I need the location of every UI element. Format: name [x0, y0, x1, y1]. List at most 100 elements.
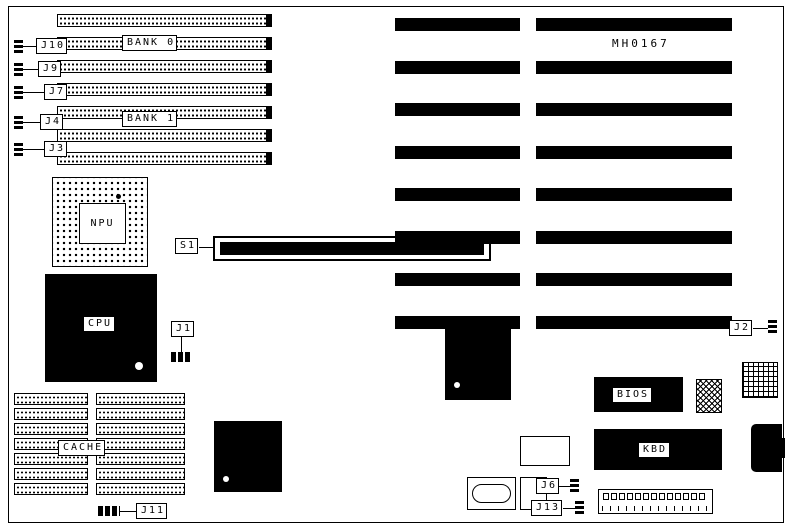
- cache-chip: [14, 393, 88, 405]
- label-s1: S1: [175, 238, 199, 254]
- callout-line: [23, 92, 44, 93]
- pin: [659, 493, 665, 500]
- expansion-slot: [536, 188, 732, 201]
- jumper-j10: [14, 40, 23, 53]
- socket-box: [520, 436, 570, 466]
- cpu-label: CPU: [83, 316, 116, 332]
- callout-line: [23, 149, 44, 150]
- expansion-slot: [536, 61, 732, 74]
- expansion-slot: [536, 103, 732, 116]
- pin: [691, 493, 697, 500]
- callout-line: [199, 247, 213, 248]
- callout-line: [120, 511, 136, 512]
- cache-chip: [14, 483, 88, 495]
- part-number: MH0167: [612, 37, 670, 50]
- cache-chip: [96, 483, 185, 495]
- label-bank1: BANK 1: [122, 111, 178, 127]
- expansion-slot: [395, 103, 520, 116]
- simm-slot: [57, 60, 272, 73]
- expansion-slot: [536, 18, 732, 31]
- pin: [667, 493, 673, 500]
- cache-chip: [96, 438, 185, 450]
- pin-header: [598, 489, 713, 514]
- label-cache: CACHE: [58, 440, 106, 456]
- callout-line: [558, 486, 570, 487]
- cache-chip: [14, 408, 88, 420]
- label-j9: J9: [38, 61, 62, 77]
- s1-slot-contact: [220, 242, 484, 255]
- jumper-j4: [14, 116, 23, 129]
- cache-chip: [96, 453, 185, 465]
- expansion-slot: [395, 231, 520, 244]
- kbd-label: KBD: [638, 442, 671, 458]
- callout-line: [753, 328, 768, 329]
- simm-slot: [57, 152, 272, 165]
- cpu-chip: CPU: [45, 274, 157, 382]
- jumper-j13: [575, 501, 584, 515]
- expansion-slot: [536, 273, 732, 286]
- qfp-chip: [214, 421, 282, 492]
- grid-component: [742, 362, 778, 398]
- label-j13: J13: [531, 500, 563, 516]
- pin1-dot: [223, 476, 229, 482]
- cache-chip: [14, 468, 88, 480]
- callout-line: [563, 508, 575, 509]
- callout-line: [181, 337, 182, 352]
- callout-line: [23, 46, 36, 47]
- jumper-j7: [14, 86, 23, 99]
- bios-label: BIOS: [612, 387, 653, 403]
- jumper-j2: [768, 320, 777, 335]
- expansion-slot: [395, 188, 520, 201]
- pin: [611, 493, 617, 500]
- expansion-slot: [395, 273, 520, 286]
- pin: [675, 493, 681, 500]
- jumper-j9: [14, 63, 23, 76]
- crystal-oscillator: [696, 379, 722, 413]
- pin1-dot: [454, 382, 460, 388]
- pin: [603, 493, 609, 500]
- cache-chip: [14, 423, 88, 435]
- simm-slot: [57, 83, 272, 96]
- pin: [627, 493, 633, 500]
- label-j7: J7: [44, 84, 68, 100]
- jumper-j3: [14, 143, 23, 156]
- bios-chip: BIOS: [594, 377, 683, 412]
- expansion-slot: [395, 61, 520, 74]
- cache-chip: [96, 408, 185, 420]
- pin: [635, 493, 641, 500]
- label-j10: J10: [36, 38, 68, 54]
- pin: [683, 493, 689, 500]
- npu-chip-label: NPU: [79, 203, 126, 244]
- s1-slot: [213, 236, 491, 261]
- pin-ticks: [602, 506, 709, 511]
- label-j6: J6: [536, 478, 560, 494]
- cache-chip: [96, 468, 185, 480]
- expansion-slot: [395, 18, 520, 31]
- expansion-slot: [536, 316, 732, 329]
- pin: [699, 493, 705, 500]
- kbd-chip: KBD: [594, 429, 722, 470]
- expansion-slot: [536, 231, 732, 244]
- expansion-slot: [536, 146, 732, 159]
- label-j4: J4: [40, 114, 64, 130]
- pin: [643, 493, 649, 500]
- keyboard-connector: [751, 424, 785, 472]
- pin1-dot: [116, 194, 121, 199]
- expansion-slot: [395, 146, 520, 159]
- callout-line: [23, 122, 40, 123]
- oscillator-body: [472, 484, 511, 503]
- pin: [651, 493, 657, 500]
- label-bank0: BANK 0: [122, 35, 178, 51]
- cache-chip: [96, 423, 185, 435]
- cache-chip: [14, 453, 88, 465]
- simm-slot: [57, 129, 272, 142]
- npu-socket: NPU: [52, 177, 148, 267]
- simm-slot: [57, 14, 272, 27]
- oscillator-box: [467, 477, 516, 510]
- jumper-j11: [98, 506, 120, 516]
- diagram-border: [8, 6, 784, 523]
- label-j2: J2: [729, 320, 753, 336]
- label-j11: J11: [136, 503, 168, 519]
- cache-chip: [96, 393, 185, 405]
